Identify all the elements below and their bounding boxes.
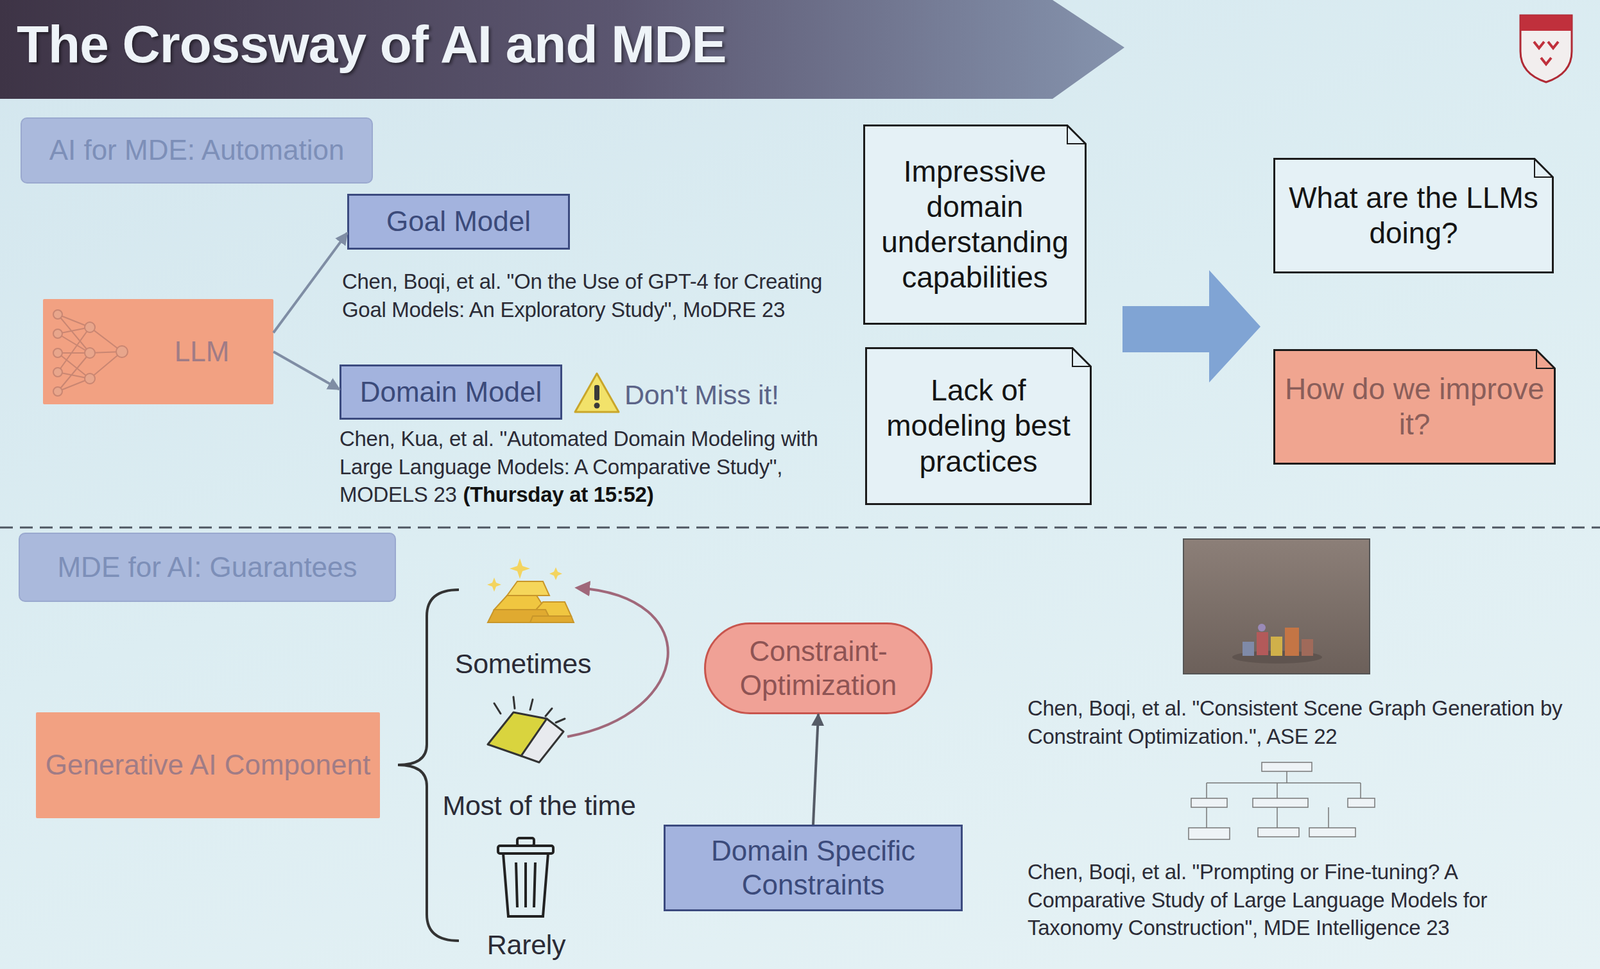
folded-note-outline (1273, 349, 1556, 465)
node-text: LLM (174, 335, 230, 370)
outcome-label: Rarely (487, 929, 566, 961)
label-box: Chen, Kua, et al. "Automated Domain Mode… (339, 424, 847, 509)
trash-icon (498, 838, 554, 917)
block-arrow (1122, 270, 1261, 383)
node-text: Constraint-Optimization (714, 634, 922, 703)
component-box: Generative AI Component (35, 712, 380, 819)
taxonomy-tree (1188, 762, 1375, 840)
warning-icon (575, 373, 619, 413)
gold-stack-icon (487, 558, 574, 623)
model-box: Goal Model (347, 193, 570, 250)
note-fold (1067, 125, 1086, 145)
note-fold (1536, 350, 1556, 370)
label-box: Don't Miss it! (624, 376, 895, 414)
label-box: Most of the time (404, 787, 674, 825)
citation: Chen, Boqi, et al. "Prompting or Fine-tu… (1027, 860, 1488, 940)
callout-note: Don't Miss it! (624, 379, 780, 411)
university-logo (1520, 15, 1572, 83)
node-text: Generative AI Component (45, 748, 371, 783)
note-fold (1534, 159, 1554, 178)
logo-marks (1533, 41, 1559, 65)
scene-image (1183, 539, 1370, 674)
model-box: Domain Model (339, 364, 563, 420)
connector (273, 351, 340, 390)
section-divider (0, 526, 1600, 529)
node-text: Goal Model (386, 204, 531, 239)
note-box: How do we improve it? (1273, 349, 1556, 465)
connector (273, 232, 348, 334)
note-outline (866, 348, 1092, 505)
note-fold (1072, 348, 1092, 368)
node-text: Impressive domain understanding capabili… (872, 154, 1078, 296)
label-box: Chen, Boqi, et al. "Prompting or Fine-tu… (1027, 858, 1574, 943)
slide-title: The Crossway of AI and MDE (16, 14, 726, 75)
label-box: Chen, Boqi, et al. "Consistent Scene Gra… (1027, 694, 1567, 751)
note-outline (1274, 159, 1554, 273)
gold-bar-icon (487, 696, 565, 763)
node-text: Domain Model (360, 375, 543, 410)
label-box: Rarely (449, 926, 604, 964)
process-pill: Constraint-Optimization (704, 622, 933, 715)
citation: Chen, Boqi, et al. "Consistent Scene Gra… (1027, 696, 1563, 749)
curly-bracket (397, 589, 459, 941)
talk-time: (Thursday at 15:52) (462, 482, 654, 507)
outcome-label: Most of the time (442, 790, 636, 821)
model-box: Domain Specific Constraints (663, 824, 963, 912)
logo-band (1520, 15, 1572, 31)
node-text: How do we improve it? (1282, 371, 1547, 443)
note-outline (1274, 350, 1556, 465)
outcome-label: Sometimes (455, 648, 592, 680)
connector (813, 714, 819, 825)
label-box: Sometimes (442, 645, 604, 683)
logo-shield (1520, 15, 1572, 83)
component-box: LLM (43, 299, 274, 405)
note-box: What are the LLMs doing? (1273, 157, 1554, 274)
citation: Chen, Boqi, et al. "On the Use of GPT-4 … (342, 269, 823, 322)
node-text: MDE for AI: Guarantees (57, 550, 357, 585)
folded-note-outline (1273, 157, 1554, 274)
note-box: Lack of modeling best practices (865, 347, 1092, 506)
node-text: Domain Specific Constraints (674, 834, 952, 903)
section-tag: AI for MDE: Automation (20, 117, 373, 184)
node-text: AI for MDE: Automation (49, 133, 345, 168)
label-box: Chen, Boqi, et al. "On the Use of GPT-4 … (342, 267, 850, 324)
node-text: Lack of modeling best practices (874, 372, 1083, 480)
node-text: What are the LLMs doing? (1282, 180, 1545, 251)
note-box: Impressive domain understanding capabili… (863, 124, 1087, 325)
header-band (0, 0, 1125, 99)
section-tag: MDE for AI: Guarantees (18, 532, 396, 603)
note-outline (864, 125, 1086, 325)
